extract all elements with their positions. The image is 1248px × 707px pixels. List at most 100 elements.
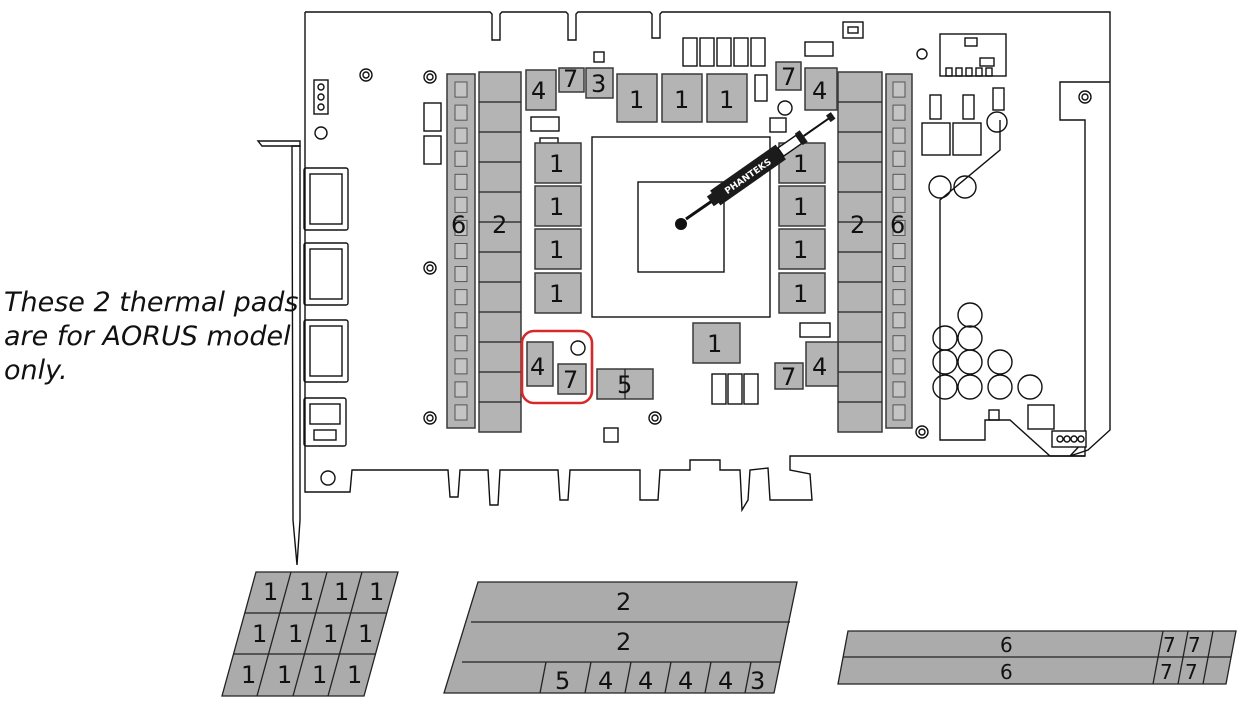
thermal-paste-syringe: PHANTEKS — [675, 112, 836, 230]
sheet3-small-bottom-1: 7 — [1160, 660, 1173, 684]
pad-label-tr-7: 7 — [781, 63, 796, 91]
vrm-left-outer-cell — [454, 196, 468, 213]
pad-label-tl-7: 7 — [563, 65, 578, 93]
sheet2-small-label: 4 — [638, 667, 653, 695]
vrm-left-outer-cell — [454, 81, 468, 98]
vrm-left-outer-cell — [454, 335, 468, 352]
pad-label-mem-right-3: 1 — [793, 236, 808, 264]
pad-label-tl-3: 3 — [591, 70, 606, 98]
vrm-left-outer-cell — [454, 104, 468, 121]
sheet3-small-top-2: 7 — [1188, 633, 1201, 657]
pad-label-mem-right-1: 1 — [793, 150, 808, 178]
sheet1-pad-label: 1 — [334, 578, 349, 606]
sheet1-pad-label: 1 — [347, 661, 362, 689]
vrm-left-outer-cell — [454, 381, 468, 398]
sheet2-small-label: 5 — [555, 667, 570, 695]
sheet1-pad-label: 1 — [358, 620, 373, 648]
vrm-right-outer-cell — [892, 289, 906, 306]
pad-label-mem-right-4: 1 — [793, 280, 808, 308]
vrm-left-outer-cell — [454, 289, 468, 306]
vrm-right-outer-cell — [892, 127, 906, 144]
pad-label-left-2: 2 — [492, 211, 507, 239]
memory-pads-right: 1 1 1 1 — [778, 142, 826, 314]
pad-sheet-3: 6 6 7 7 7 7 — [837, 630, 1237, 685]
vrm-right-outer-cell — [892, 196, 906, 213]
pad-label-right-6: 6 — [890, 211, 905, 239]
vrm-left-outer-cell — [454, 358, 468, 375]
pad-label-mem-top-3: 1 — [719, 86, 734, 114]
sheet2-small-divider — [584, 661, 592, 694]
power-components — [313, 21, 1087, 448]
vrm-left: 6 2 — [446, 71, 522, 433]
vrm-left-outer-cell — [454, 312, 468, 329]
pad-label-tl-4: 4 — [531, 77, 546, 105]
vrm-right-outer-cell — [892, 81, 906, 98]
vrm-right: 2 6 — [837, 71, 913, 433]
io-bracket — [256, 140, 349, 566]
vrm-right-outer-cell — [892, 358, 906, 375]
pad-label-mem-left-1: 1 — [549, 150, 564, 178]
pad-label-mem-left-4: 1 — [549, 280, 564, 308]
pads-aorus-group: 4 7 — [520, 329, 594, 405]
vrm-left-outer-cell — [454, 404, 468, 421]
sheet1-pad-label: 1 — [263, 578, 278, 606]
sheet2-strip-2: 2 — [616, 628, 631, 656]
pad-label-left-6: 6 — [451, 211, 466, 239]
vrm-right-outer-cell — [892, 243, 906, 260]
sheet3-small-bottom-2: 7 — [1185, 660, 1198, 684]
sheet1-pad-label: 1 — [277, 661, 292, 689]
pads-top-left-group: 4 7 3 — [525, 65, 614, 111]
aorus-note-line-3: only. — [4, 355, 68, 386]
memory-pads-left: 1 1 1 1 — [534, 142, 582, 314]
sheet2-small-divider — [704, 661, 712, 694]
sheet2-small-divider — [539, 661, 547, 694]
vrm-right-outer-cell — [892, 150, 906, 167]
gpu-die — [591, 136, 771, 318]
sheet1-pad-label: 1 — [299, 578, 314, 606]
pad-label-mem-right-2: 1 — [793, 193, 808, 221]
vrm-left-outer-cell — [454, 127, 468, 144]
pads-bottom-right-group: 7 4 — [774, 341, 839, 391]
pads-top-right-group: 7 4 — [775, 61, 838, 111]
pad-label-br-4: 4 — [812, 353, 827, 381]
sheet3-strip-1: 6 — [1000, 633, 1013, 657]
sheet1-pad-label: 1 — [241, 661, 256, 689]
vrm-right-outer-cell — [892, 219, 906, 236]
pad-bottom-center: 5 — [596, 368, 654, 400]
aorus-note-line-1: These 2 thermal pads — [4, 287, 299, 318]
sheet1-pad-label: 1 — [369, 578, 384, 606]
sheet1-pad-label: 1 — [288, 620, 303, 648]
sheet3-strip-2: 6 — [1000, 660, 1013, 684]
vrm-right-outer-cell — [892, 335, 906, 352]
sheet1-pad-label: 1 — [323, 620, 338, 648]
pad-label-5: 5 — [617, 371, 632, 399]
pad-label-right-2: 2 — [850, 211, 865, 239]
memory-pad-bottom: 1 — [692, 322, 741, 364]
vrm-right-outer-cell — [892, 173, 906, 190]
pad-label-mem-left-3: 1 — [549, 236, 564, 264]
aorus-highlight — [520, 329, 594, 405]
vrm-right-outer-cell — [892, 104, 906, 121]
sheet2-small-label: 4 — [678, 667, 693, 695]
sheet2-strip-1: 2 — [616, 588, 631, 616]
aorus-note-line-2: are for AORUS model — [4, 321, 291, 352]
pad-label-mem-top-1: 1 — [629, 86, 644, 114]
vrm-left-outer-cell — [454, 266, 468, 283]
pad-label-aorus-7: 7 — [563, 366, 578, 394]
aorus-note: These 2 thermal pads are for AORUS model… — [4, 286, 299, 388]
sheet2-small-divider — [624, 661, 632, 694]
pad-label-tr-4: 4 — [812, 77, 827, 105]
vrm-right-outer-cell — [892, 381, 906, 398]
vrm-right-outer-cell — [892, 266, 906, 283]
vrm-left-outer-cell — [454, 219, 468, 236]
pad-label-br-7: 7 — [781, 363, 796, 391]
vrm-left-outer-cell — [454, 150, 468, 167]
sheet2-small-divider — [744, 661, 752, 694]
sheet1-pad-label: 1 — [312, 661, 327, 689]
sheet2-small-label: 4 — [718, 667, 733, 695]
sheet1-pad-label: 1 — [252, 620, 267, 648]
sheet2-small-divider — [664, 661, 672, 694]
